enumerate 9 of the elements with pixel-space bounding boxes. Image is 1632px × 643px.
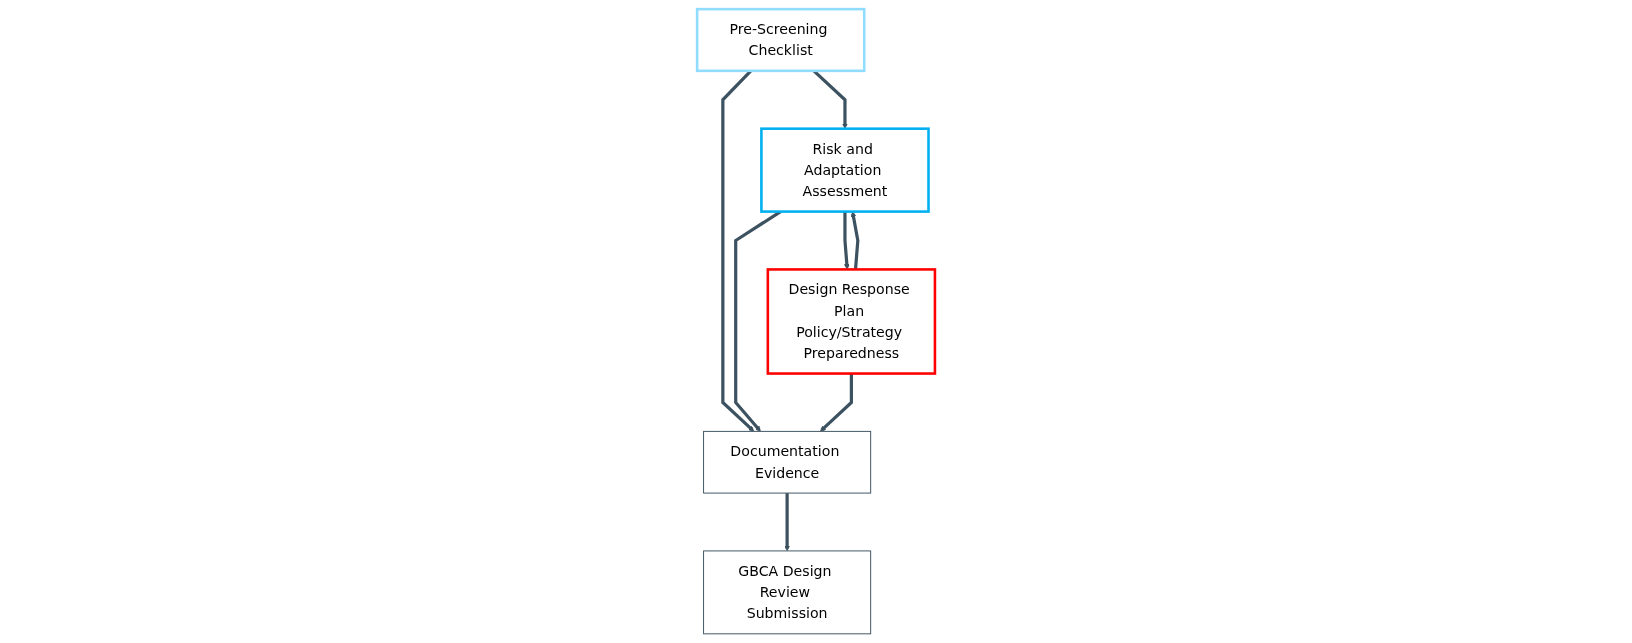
- arrow: [784, 493, 790, 552]
- node-box: Design Response Plan Policy/Strategy Preparedness: [766, 268, 937, 375]
- arrow: [843, 211, 850, 270]
- arrow: [820, 373, 853, 432]
- node-box: Risk and Adaptation Assessment: [760, 127, 930, 213]
- node-box: GBCA Design Review Submission: [703, 550, 872, 635]
- node-box: Pre-Screening Checklist: [695, 7, 866, 73]
- arrow: [850, 211, 860, 270]
- node-box: Documentation Evidence: [703, 430, 872, 494]
